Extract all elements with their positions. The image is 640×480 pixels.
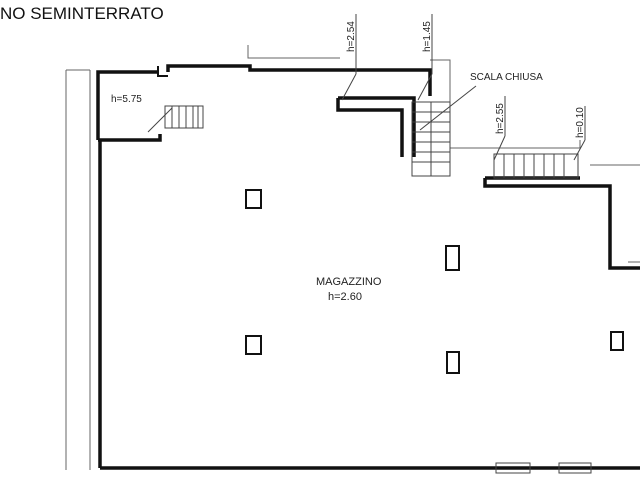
small-room-marks — [157, 66, 168, 77]
label-h145: h=1.45 — [422, 21, 433, 52]
pillar — [245, 189, 262, 209]
label-scala-chiusa: SCALA CHIUSA — [470, 72, 543, 83]
pillar — [445, 245, 460, 271]
bottom-openings — [495, 462, 592, 474]
pillar — [446, 351, 460, 374]
stair-closed — [411, 85, 477, 177]
label-h010: h=0.10 — [575, 107, 586, 138]
room-name-magazzino: MAGAZZINO — [316, 276, 382, 288]
room-height-small: h=5.75 — [111, 94, 142, 105]
label-h255: h=2.55 — [495, 103, 506, 134]
stair-small-room — [147, 105, 204, 133]
label-h254: h=2.54 — [346, 21, 357, 52]
plan-title: NO SEMINTERRATO — [0, 4, 164, 23]
pillar — [610, 331, 624, 351]
pillars — [245, 189, 624, 374]
pillar — [245, 335, 262, 355]
stair-right — [493, 153, 579, 179]
room-height-magazzino: h=2.60 — [328, 291, 362, 303]
exterior-walls — [96, 64, 640, 470]
leader-lines — [341, 14, 586, 161]
